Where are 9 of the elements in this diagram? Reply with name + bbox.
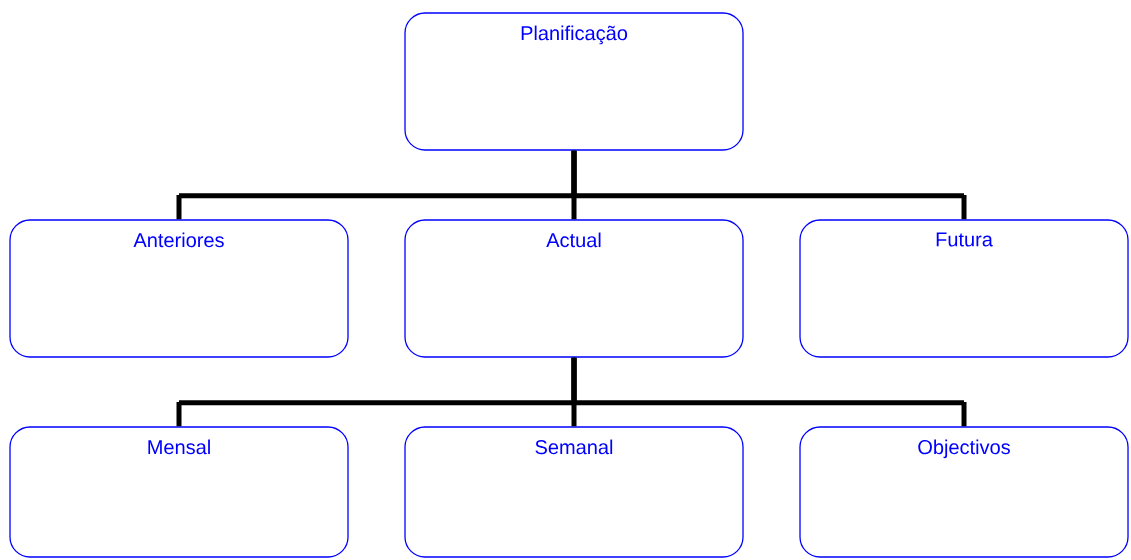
process-box: Actual xyxy=(404,219,744,358)
process-box: Anteriores xyxy=(9,219,349,358)
process-box: Planificação xyxy=(404,12,744,151)
connector-line xyxy=(571,357,967,427)
process-box: Mensal xyxy=(9,426,349,558)
process-box: Objectivos xyxy=(799,426,1129,558)
connector-line xyxy=(571,150,967,220)
process-box: Semanal xyxy=(404,426,744,558)
process-box: Futura xyxy=(799,219,1129,358)
